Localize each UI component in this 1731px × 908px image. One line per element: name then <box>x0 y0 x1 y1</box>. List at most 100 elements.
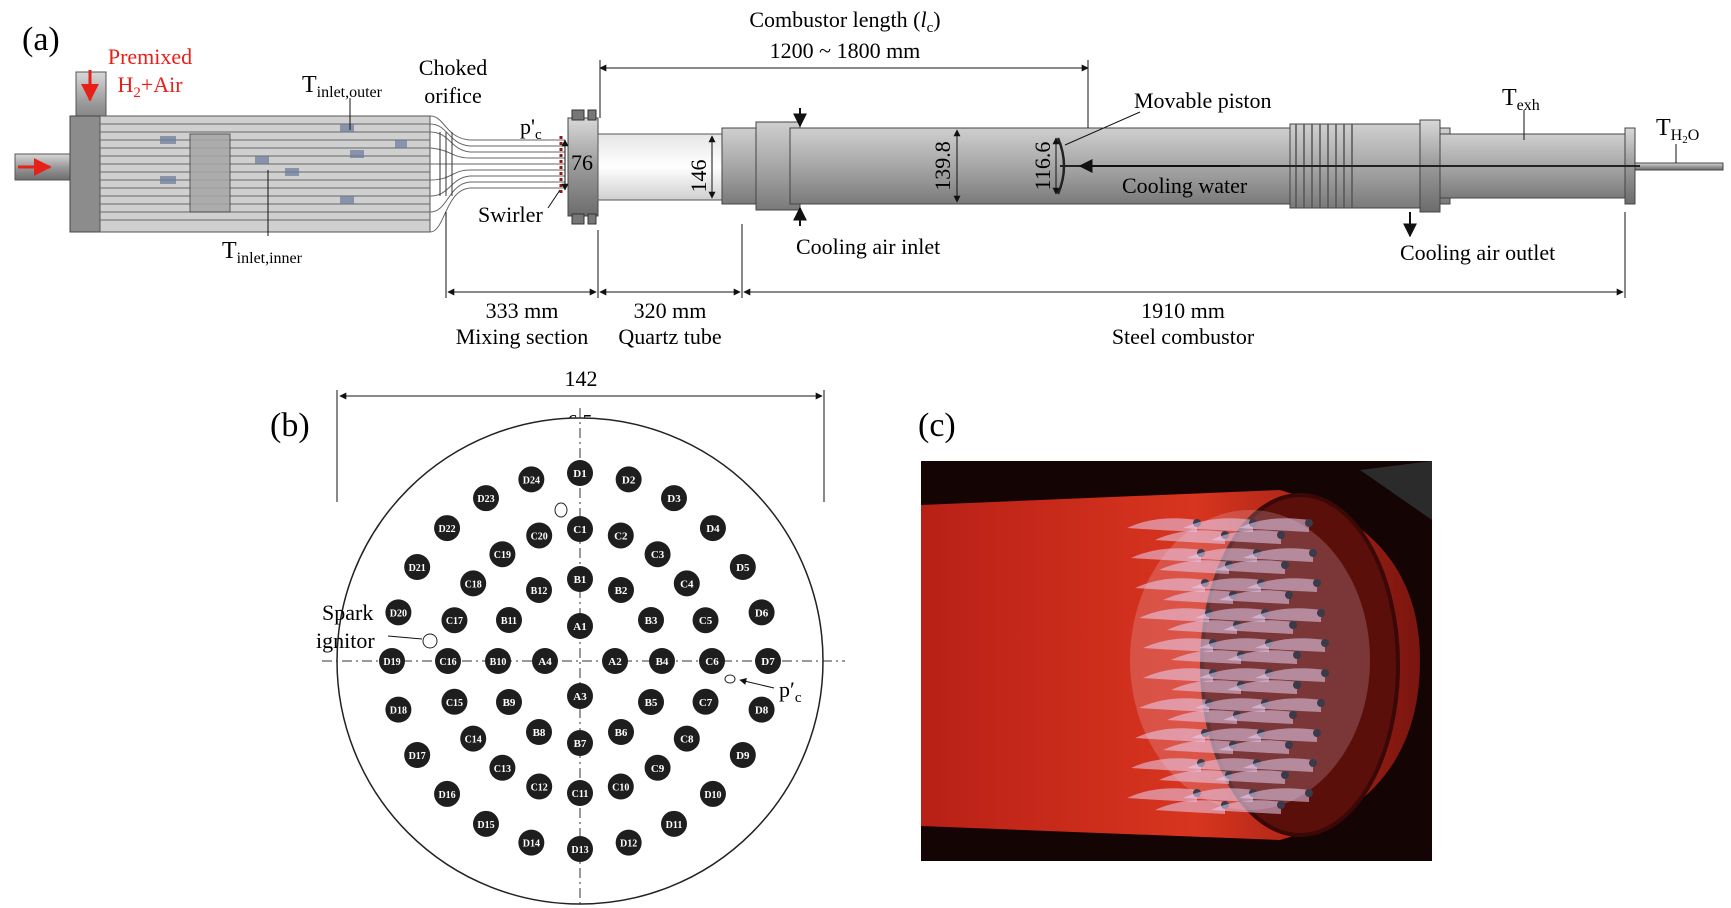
injector-hole-c10 <box>607 773 634 800</box>
nozzle-tip <box>1281 561 1289 569</box>
nozzle-tip <box>1281 771 1289 779</box>
t-h2o-label: TH2O <box>1656 115 1699 146</box>
flame-jet <box>1219 590 1289 604</box>
flame-jet <box>1183 788 1253 802</box>
water-pipe <box>1634 162 1724 171</box>
injector-hole-a4 <box>532 648 558 674</box>
h2-air-label: H2+Air <box>117 72 183 101</box>
dim-142-label: 142 <box>565 366 598 391</box>
photo-corner <box>1360 461 1432 520</box>
injector-hole-a1 <box>567 613 593 639</box>
nozzle-tip <box>1285 591 1293 599</box>
nozzle-tip <box>1305 519 1313 527</box>
flame-jet <box>1191 728 1261 742</box>
panel-a: (a) <box>14 7 1724 349</box>
flame-jet <box>1223 710 1293 724</box>
flame-jet <box>1247 728 1317 742</box>
flame-jet <box>1143 638 1213 652</box>
injector-hole-c12 <box>526 773 553 800</box>
panel-a-label: (a) <box>22 21 60 58</box>
injector-hole-label: D14 <box>523 839 540 850</box>
injector-hole-d5 <box>729 554 756 580</box>
injector-hole-c11 <box>567 780 593 806</box>
injector-hole-c13 <box>489 754 516 781</box>
injector-hole-label: C17 <box>446 616 463 627</box>
injector-hole-label: D17 <box>409 751 426 762</box>
nozzle-tip <box>1313 729 1321 737</box>
flame-jet <box>1223 620 1293 634</box>
injector-hole-label: D22 <box>438 524 455 535</box>
flame-jet <box>1171 650 1241 664</box>
injector-hole-c16 <box>435 648 461 674</box>
dim-76-label: 76 <box>571 150 593 175</box>
leader-line <box>387 635 423 640</box>
injector-hole-label: D24 <box>523 475 540 486</box>
t-inlet-outer-label: Tinlet,outer <box>302 72 383 101</box>
movable-piston-label: Movable piston <box>1134 88 1272 113</box>
injector-hole-label: B1 <box>574 574 587 586</box>
flame-jet <box>1199 668 1269 682</box>
flame-jet <box>1159 560 1229 574</box>
injector-hole-label: D2 <box>622 474 636 486</box>
injector-hole-label: A4 <box>538 656 552 668</box>
injector-hole-label: D3 <box>667 493 681 505</box>
flame-jet <box>1251 698 1321 712</box>
injector-hole-label: C4 <box>680 578 694 590</box>
injector-hole-c15 <box>441 688 468 715</box>
injector-hole-d3 <box>661 485 687 512</box>
injector-hole-b11 <box>495 607 522 633</box>
injector-hole-label: C9 <box>651 763 665 775</box>
pc-label: p'c <box>520 114 542 143</box>
injector-hole-c4 <box>673 570 700 597</box>
injector-hole-label: C5 <box>699 615 713 627</box>
fittings <box>160 124 407 204</box>
flame-jet <box>1191 578 1261 592</box>
flame-jet <box>1251 608 1321 622</box>
injector-hole-d4 <box>699 515 726 542</box>
panel-b: (b) 142 6.5 D1D2D3D4D5D6D7D8D9D10D11D12D… <box>270 366 845 906</box>
injector-hole-label: D4 <box>706 523 720 535</box>
injector-hole-label: B6 <box>615 727 628 739</box>
injector-hole-c18 <box>460 570 487 597</box>
nozzle-tip <box>1317 699 1325 707</box>
flame-jet <box>1227 650 1297 664</box>
flame-jet <box>1159 770 1229 784</box>
injector-hole-c19 <box>489 541 516 568</box>
injector-hole-label: D21 <box>409 563 426 574</box>
flame-jet <box>1255 668 1325 682</box>
injector-hole-label: C2 <box>614 530 628 542</box>
injector-hole-label: C3 <box>651 549 665 561</box>
injector-hole-label: D11 <box>666 820 683 831</box>
injector-hole-c3 <box>644 541 671 568</box>
injector-hole-c17 <box>441 607 468 634</box>
flame-jet <box>1243 758 1313 772</box>
flame-jet <box>1199 638 1269 652</box>
injector-hole-d7 <box>755 648 781 674</box>
leader-line <box>1064 111 1141 146</box>
flame-jet <box>1247 578 1317 592</box>
injector-hole-label: C11 <box>572 789 589 800</box>
mixing-length-label: 333 mm <box>486 298 559 323</box>
flame-jet <box>1131 758 1201 772</box>
nozzle-tip <box>1277 531 1285 539</box>
flame-jet <box>1183 518 1253 532</box>
combustor-length-range: 1200 ~ 1800 mm <box>770 38 921 63</box>
injector-hole-label: B10 <box>490 657 507 668</box>
nozzle-tip <box>1309 759 1317 767</box>
injector-hole-label: D23 <box>477 494 494 505</box>
quartz-length-label: 320 mm <box>634 298 707 323</box>
flame-jet <box>1239 788 1309 802</box>
flame-jet <box>1187 758 1257 772</box>
injector-hole-d8 <box>748 696 775 723</box>
flame-jet <box>1255 638 1325 652</box>
flame-jet <box>1211 530 1281 544</box>
combustor-length-label: Combustor length (lc) <box>749 7 940 36</box>
injector-hole-c7 <box>692 688 719 715</box>
injector-hole-label: C15 <box>446 698 463 709</box>
injector-hole-label: D8 <box>755 705 769 717</box>
injector-hole-label: B7 <box>574 738 587 750</box>
injector-hole-label: B4 <box>656 656 669 668</box>
choked-label: Choked <box>419 55 487 80</box>
injector-hole-d23 <box>473 485 499 512</box>
injector-hole-d10 <box>699 780 726 807</box>
